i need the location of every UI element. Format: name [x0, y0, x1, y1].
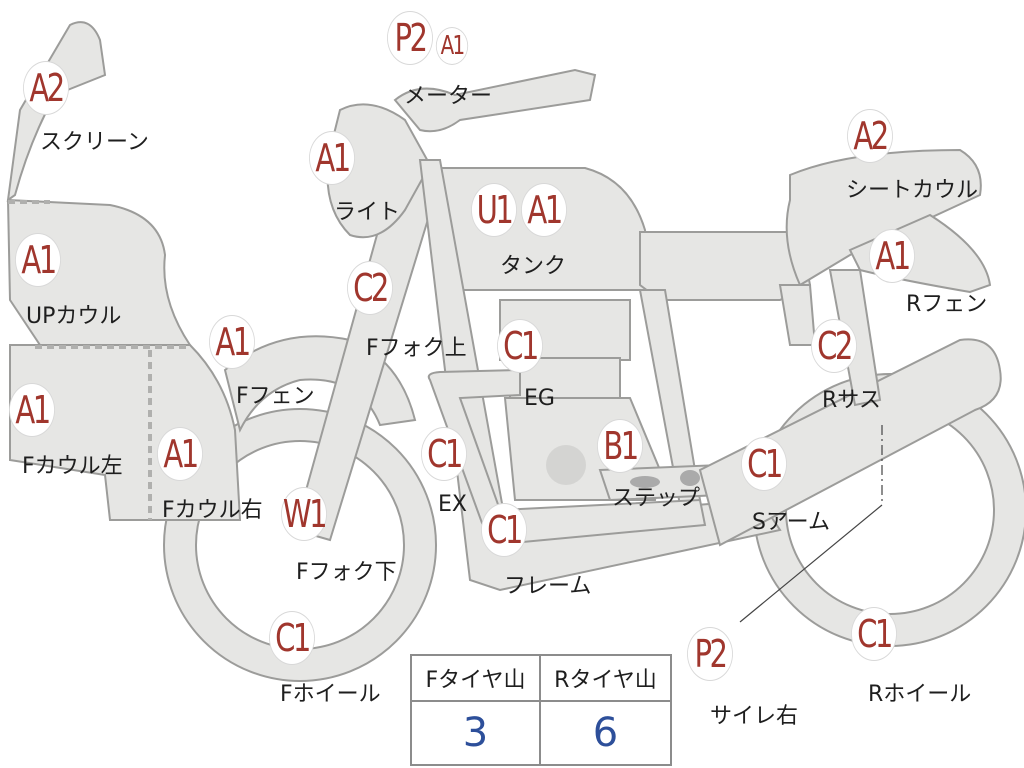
meter-code-2: A1	[436, 28, 468, 64]
light-label: ライト	[334, 200, 401, 225]
f-cowl-right-label: Fカウル右	[162, 498, 263, 523]
tank-label: タンク	[500, 254, 567, 279]
meter-label: メーター	[404, 84, 493, 109]
f-cowl-right-code: A1	[157, 428, 203, 480]
swing-arm-code: C1	[741, 438, 787, 490]
exhaust-label: EX	[438, 492, 467, 517]
f-cowl-left-code: A1	[9, 384, 55, 436]
muffler-right-label: サイレ右	[710, 704, 799, 729]
f-fork-upper-code: C2	[347, 262, 393, 314]
frame-code: C1	[481, 504, 527, 556]
f-cowl-left-label: Fカウル左	[22, 454, 123, 479]
f-fork-upper-label: Fフォク上	[366, 336, 467, 361]
r-fender-label: Rフェン	[906, 292, 988, 317]
f-fender-label: Fフェン	[236, 384, 315, 409]
front-tire-value: 3	[412, 702, 541, 764]
up-cowl-code: A1	[15, 234, 61, 286]
f-wheel-label: Fホイール	[280, 682, 381, 707]
exhaust-code: C1	[421, 428, 467, 480]
f-fork-lower-code: W1	[281, 488, 328, 540]
swing-arm-label: Sアーム	[752, 510, 830, 535]
exhaust-shape	[427, 368, 707, 547]
f-wheel-code: C1	[269, 612, 315, 664]
tank-code: U1	[471, 184, 517, 236]
step-code: B1	[597, 420, 643, 472]
engine-label: EG	[524, 386, 555, 411]
front-tire-header: Fタイヤ山	[412, 656, 541, 702]
engine-code: C1	[497, 320, 543, 372]
f-fork-lower-label: Fフォク下	[296, 560, 397, 585]
r-fender-code: A1	[869, 230, 915, 282]
meter-shape	[393, 68, 597, 133]
frame-label: フレーム	[504, 574, 592, 599]
meter-code: P2	[387, 12, 433, 64]
r-wheel-label: Rホイール	[868, 682, 972, 707]
seat-cowl-shape	[785, 148, 982, 287]
light-code: A1	[309, 132, 355, 184]
tank-code-2: A1	[521, 184, 567, 236]
headlight-shape	[326, 103, 432, 239]
seat-cowl-label: シートカウル	[846, 178, 979, 203]
seat-cowl-code: A2	[847, 110, 893, 162]
rear-tire-header: Rタイヤ山	[541, 656, 670, 702]
screen-code: A2	[23, 62, 69, 114]
r-suspension-code: C2	[811, 320, 857, 372]
muffler-right-code: P2	[687, 628, 733, 680]
f-fender-code: A1	[209, 316, 255, 368]
swing-arm-shape	[698, 338, 1002, 547]
screen-shape	[6, 21, 107, 203]
step-label: ステップ	[612, 486, 701, 511]
tire-tread-table: Fタイヤ山 Rタイヤ山 3 6	[410, 654, 672, 766]
up-cowl-label: UPカウル	[26, 304, 122, 329]
screen-label: スクリーン	[40, 130, 149, 155]
r-suspension-label: Rサス	[822, 388, 881, 413]
rear-tire-value: 6	[592, 710, 619, 756]
upper-cowl-shape	[6, 198, 192, 346]
r-wheel-code: C1	[851, 608, 897, 660]
